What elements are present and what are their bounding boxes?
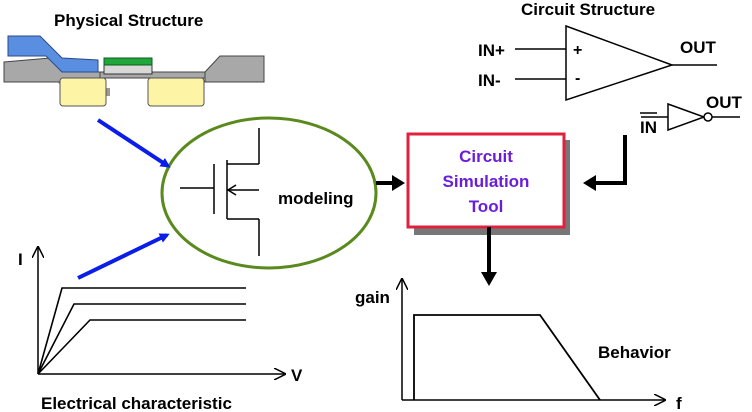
- modeling-block: modeling: [160, 116, 378, 270]
- modeling-label: modeling: [278, 189, 354, 208]
- opamp-triangle: [565, 24, 675, 102]
- simulation-tool-line3: Tool: [469, 197, 504, 216]
- arrow-model-to-tool: [376, 175, 405, 191]
- inverter: IN OUT: [640, 93, 743, 137]
- gate-poly: [103, 57, 153, 66]
- frequency-label: f: [676, 394, 682, 412]
- iv-curve-2: [37, 303, 246, 375]
- iv-curves: [37, 287, 246, 375]
- simulation-tool-line1: Circuit: [459, 147, 513, 166]
- simulation-tool-box: [406, 132, 566, 229]
- inverter-out-label: OUT: [706, 93, 743, 112]
- opamp-minus-sign: -: [575, 70, 580, 87]
- iv-curve-1: [37, 287, 246, 375]
- gain-curve: [413, 314, 601, 401]
- arrow-physical-to-model: [96, 118, 171, 168]
- inverter-in-label: IN: [640, 118, 657, 137]
- simulation-tool-line2: Simulation: [443, 172, 530, 191]
- opamp-out-label: OUT: [680, 38, 717, 57]
- electrical-characteristic-label: Electrical characteristic: [41, 394, 232, 412]
- iv-y-label: I: [18, 250, 23, 269]
- gain-label: gain: [355, 288, 390, 307]
- iv-curve-3: [37, 319, 246, 375]
- inverter-triangle: [667, 102, 707, 132]
- opamp-in-minus-label: IN-: [478, 71, 501, 90]
- modeling-ellipse: [160, 116, 378, 270]
- arrow-tool-to-behavior: [481, 227, 497, 286]
- metal-contact: [7, 35, 99, 73]
- circuit-structure-title: Circuit Structure: [521, 0, 655, 19]
- opamp-plus-sign: +: [573, 42, 582, 59]
- drain-diffusion: [147, 77, 205, 107]
- inverter-bubble: [703, 112, 713, 122]
- arrow-electrical-to-model: [77, 233, 170, 280]
- source-diffusion: [59, 77, 107, 107]
- physical-structure-title: Physical Structure: [54, 11, 203, 30]
- iv-characteristic: I V Electrical characteristic: [18, 248, 303, 412]
- simulation-tool: Circuit Simulation Tool: [406, 132, 570, 235]
- oxide-right: [204, 55, 265, 83]
- behavior-label: Behavior: [598, 343, 671, 362]
- mosfet-symbol: [180, 128, 260, 256]
- physical-structure: Physical Structure: [3, 11, 265, 107]
- opamp-in-plus-label: IN+: [478, 41, 505, 60]
- iv-x-label: V: [291, 366, 303, 385]
- circuit-structure: Circuit Structure IN+ IN- + - OUT: [478, 0, 717, 102]
- behavior-plot: gain f Behavior: [355, 280, 682, 412]
- arrow-circuit-to-tool: [583, 135, 627, 191]
